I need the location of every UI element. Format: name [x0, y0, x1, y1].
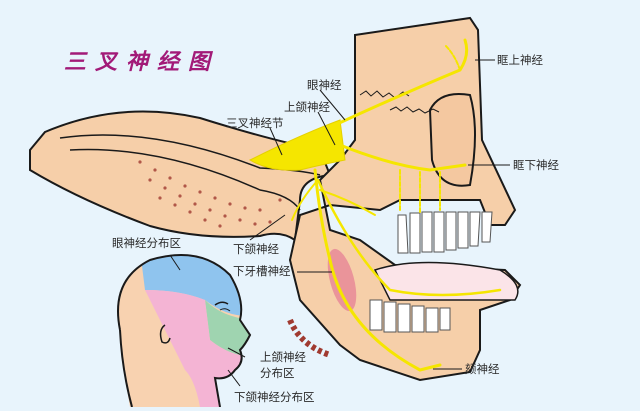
trigeminal-nerves [248, 38, 502, 372]
label-maxillary-nerve: 上颌神经 [284, 100, 330, 114]
label-infraorbital-nerve: 眶下神经 [513, 158, 559, 172]
skull-base [29, 110, 332, 242]
label-inferior-alveolar-nerve: 下牙槽神经 [233, 264, 291, 278]
diagram-title: 三叉神经图 [64, 49, 220, 75]
label-maxillary-area-line1: 上颌神经 [260, 350, 306, 364]
label-maxillary-area-line2: 分布区 [260, 366, 295, 380]
label-ophthalmic-nerve: 眼神经 [307, 78, 342, 92]
label-ophthalmic-area: 眼神经分布区 [112, 236, 181, 250]
label-trigeminal-ganglion: 三叉神经节 [226, 116, 284, 130]
label-supraorbital-nerve: 眶上神经 [497, 53, 543, 67]
leader-lines [169, 59, 510, 387]
skull [287, 16, 522, 382]
label-mandibular-nerve: 下颌神经 [233, 242, 279, 256]
label-mental-nerve: 颏神经 [465, 362, 500, 376]
label-mandibular-area: 下颌神经分布区 [234, 390, 315, 404]
